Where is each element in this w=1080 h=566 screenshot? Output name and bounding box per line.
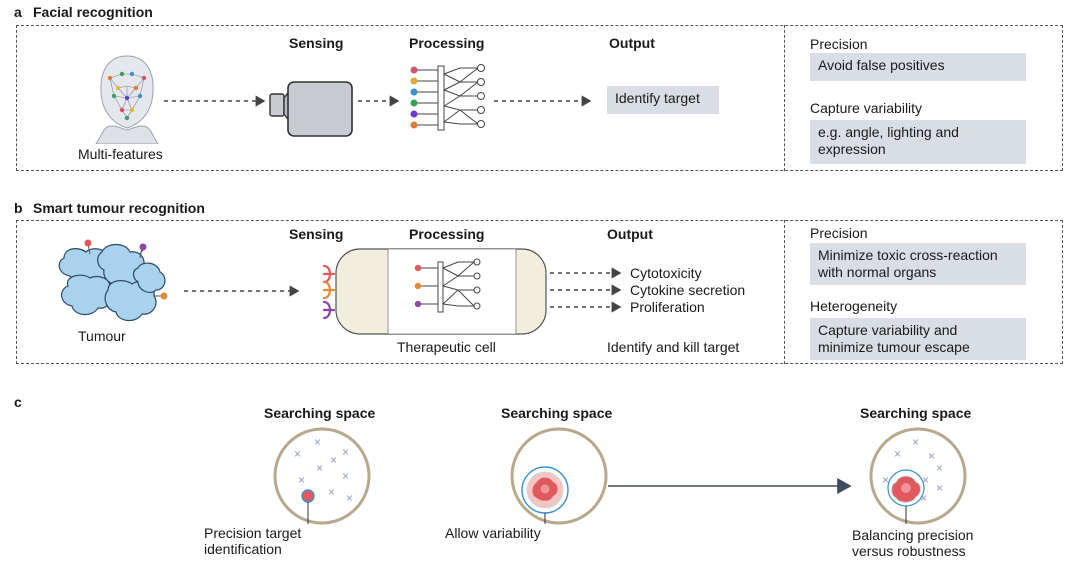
panel-b-heterogeneity-box: Capture variability and minimize tumour … <box>810 318 1026 360</box>
svg-text:×: × <box>882 473 889 487</box>
search-space-2-icon <box>510 427 608 525</box>
panel-b-precision-line1: Minimize toxic cross-reaction <box>818 247 998 263</box>
svg-text:×: × <box>922 473 929 487</box>
svg-text:×: × <box>330 453 337 467</box>
panel-b-output-heading: Output <box>607 226 653 242</box>
panel-a-variability-line1: e.g. angle, lighting and <box>818 124 959 140</box>
svg-text:×: × <box>928 449 935 463</box>
svg-text:×: × <box>342 445 349 459</box>
svg-text:×: × <box>316 461 323 475</box>
panel-b-heterogeneity-line1: Capture variability and <box>818 322 958 338</box>
space-3-title: Searching space <box>860 405 972 421</box>
space-2-caption: Allow variability <box>445 525 541 541</box>
output-cytokine-secretion: Cytokine secretion <box>630 282 746 298</box>
panel-b-divider <box>784 220 785 364</box>
panel-b-frame <box>16 220 1063 364</box>
svg-text:×: × <box>342 469 349 483</box>
svg-text:×: × <box>936 461 943 475</box>
search-space-3-icon: ××× ××× ×× <box>869 427 967 525</box>
space-1-caption: Precision target identification <box>204 525 301 557</box>
output-cytotoxicity: Cytotoxicity <box>630 265 702 281</box>
panel-b-title: Smart tumour recognition <box>33 200 205 216</box>
panel-c-label: c <box>14 394 22 410</box>
cell-network-icon <box>414 258 481 313</box>
svg-text:×: × <box>346 491 353 505</box>
neural-network-icon <box>410 64 485 131</box>
panel-a-divider <box>784 25 785 171</box>
output-identify-target: Identify target <box>607 86 719 114</box>
space-3-caption-line1: Balancing precision <box>852 527 974 543</box>
svg-text:×: × <box>912 435 919 449</box>
panel-b-precision-heading: Precision <box>810 225 868 241</box>
space-1-caption-line2: identification <box>204 541 282 557</box>
panel-b-processing-heading: Processing <box>409 226 485 242</box>
svg-text:×: × <box>936 481 943 495</box>
panel-b-precision-box: Minimize toxic cross-reaction with norma… <box>810 243 1026 285</box>
space-2-title: Searching space <box>501 405 613 421</box>
svg-text:×: × <box>894 447 901 461</box>
space-1-caption-line1: Precision target <box>204 525 302 541</box>
output-proliferation: Proliferation <box>630 299 705 315</box>
camera-icon <box>269 81 353 137</box>
panel-a-precision-heading: Precision <box>810 36 868 52</box>
svg-text:×: × <box>328 485 335 499</box>
panel-b-sensing-heading: Sensing <box>289 226 344 242</box>
panel-b-precision-line2: with normal organs <box>818 264 937 280</box>
face-mesh-icon <box>95 55 159 144</box>
panel-a-sensing-heading: Sensing <box>289 35 344 51</box>
panel-a-variability-line2: expression <box>818 141 886 157</box>
panel-a-processing-heading: Processing <box>409 35 485 51</box>
space-1-title: Searching space <box>264 405 376 421</box>
search-space-1-icon: × × × × × × × × × <box>273 427 371 525</box>
svg-text:×: × <box>314 435 321 449</box>
svg-text:×: × <box>294 447 301 461</box>
tumour-antigens-icon <box>84 239 168 300</box>
panel-a-precision-box: Avoid false positives <box>810 53 1026 81</box>
panel-b-heterogeneity-line2: minimize tumour escape <box>818 339 970 355</box>
panel-a-output-heading: Output <box>609 35 655 51</box>
tumour-cluster-icon <box>58 240 166 322</box>
space-3-caption: Balancing precision versus robustness <box>852 527 973 559</box>
panel-a-variability-heading: Capture variability <box>810 100 923 116</box>
face-caption: Multi-features <box>78 146 163 162</box>
tumour-caption: Tumour <box>78 328 126 344</box>
panel-a-label: a <box>14 4 22 20</box>
svg-text:×: × <box>920 491 927 505</box>
svg-text:×: × <box>298 473 305 487</box>
panel-b-heterogeneity-heading: Heterogeneity <box>810 298 898 314</box>
panel-a-title: Facial recognition <box>33 4 153 20</box>
output-identify-kill: Identify and kill target <box>607 339 740 355</box>
panel-b-label: b <box>14 200 23 216</box>
panel-a-variability-box: e.g. angle, lighting and expression <box>810 120 1026 164</box>
space-3-caption-line2: versus robustness <box>852 543 966 559</box>
therapeutic-cell-caption: Therapeutic cell <box>397 339 496 355</box>
panel-a-frame <box>16 25 1063 171</box>
